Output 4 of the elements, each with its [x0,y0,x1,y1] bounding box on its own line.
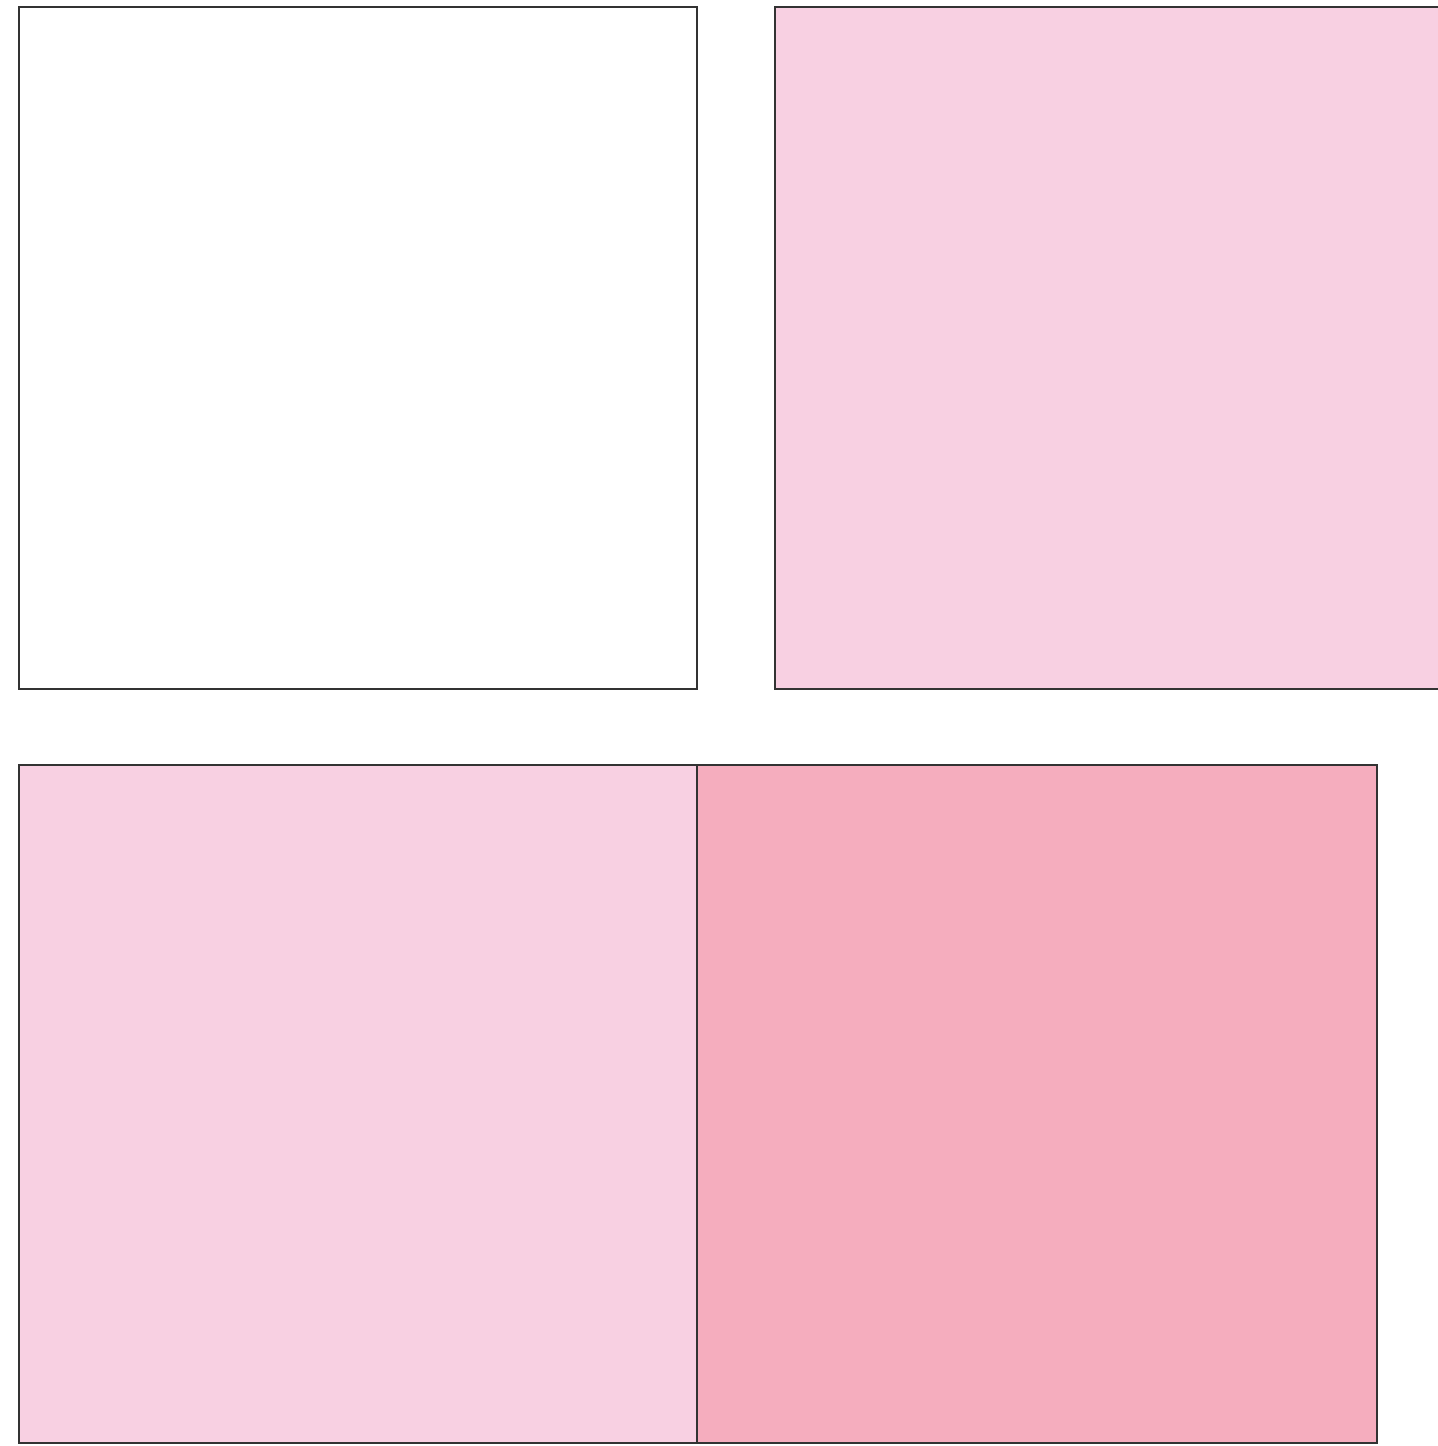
square-box [774,6,1438,690]
square-box [18,6,698,690]
square-box [696,764,1378,1444]
square-box [18,764,698,1444]
